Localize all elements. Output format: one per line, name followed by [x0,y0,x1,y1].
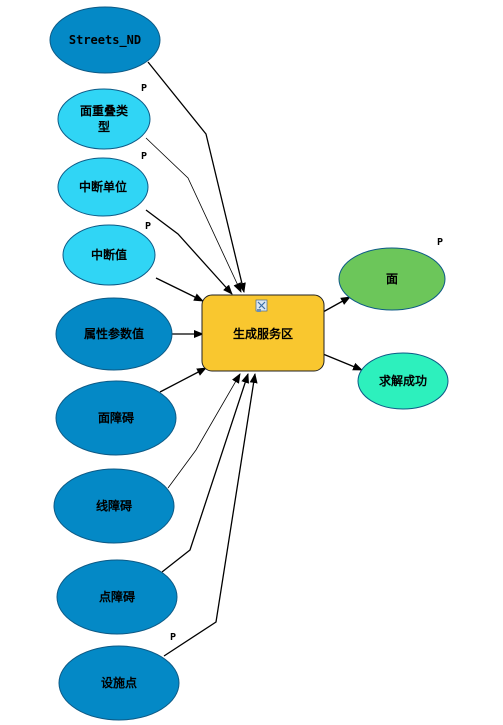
variable-break-values[interactable]: 中断值 [62,224,156,286]
connector-polygon-barriers [159,367,207,393]
parameter-marker-polygon-overlap-type: P [141,151,147,162]
connector-tool-to-solve-succeeded [322,353,363,371]
variable-polygon-overlap-type-label-line1: 面重叠类 [80,103,129,118]
connector-break-values [155,277,204,302]
output-polygons-label: 面 [386,272,398,286]
output-polygons[interactable]: 面 [338,247,446,311]
parameter-marker-streets-nd: P [141,83,147,94]
variable-attribute-parameter-values-label: 属性参数值 [84,326,144,341]
tool-hammer-icon [255,299,268,312]
parameter-marker-break-units: P [145,221,151,232]
variable-polygon-overlap-type-label-line2: 型 [98,119,110,134]
variable-break-values-label: 中断值 [91,247,127,262]
connectors [145,61,363,657]
variable-point-barriers[interactable]: 点障碍 [56,559,178,635]
connector-polygon-overlap-type [145,137,242,293]
parameter-marker-output-polygons: P [437,237,443,248]
tool-generate-service-areas-label: 生成服务区 [233,326,293,341]
connector-tool-to-output-polygons [322,296,351,313]
output-solve-succeeded-label: 求解成功 [379,373,427,388]
connector-break-units [145,209,233,295]
connector-point-barriers [161,373,249,573]
variable-polygon-barriers-label: 面障碍 [98,410,134,425]
variable-streets-nd[interactable]: Streets_ND [49,6,161,74]
tool-generate-service-areas[interactable]: 生成服务区 [201,294,325,372]
parameter-marker-facilities: P [170,632,176,643]
variable-break-units[interactable]: 中断单位 [57,157,149,217]
variable-streets-nd-label: Streets_ND [69,33,141,48]
connector-facilities [163,373,258,657]
variable-line-barriers[interactable]: 线障碍 [53,468,175,544]
variable-facilities[interactable]: 设施点 [58,645,180,721]
variable-attribute-parameter-values[interactable]: 属性参数值 [55,297,173,371]
variable-point-barriers-label: 点障碍 [99,589,135,604]
variable-facilities-label: 设施点 [101,675,137,690]
connector-streets-nd [147,61,246,293]
variable-break-units-label: 中断单位 [79,179,127,194]
variable-polygon-barriers[interactable]: 面障碍 [55,380,177,456]
variable-line-barriers-label: 线障碍 [96,498,132,513]
variable-polygon-overlap-type[interactable]: 面重叠类 型 [57,88,151,150]
output-solve-succeeded[interactable]: 求解成功 [357,352,449,410]
connector-line-barriers [167,373,241,489]
